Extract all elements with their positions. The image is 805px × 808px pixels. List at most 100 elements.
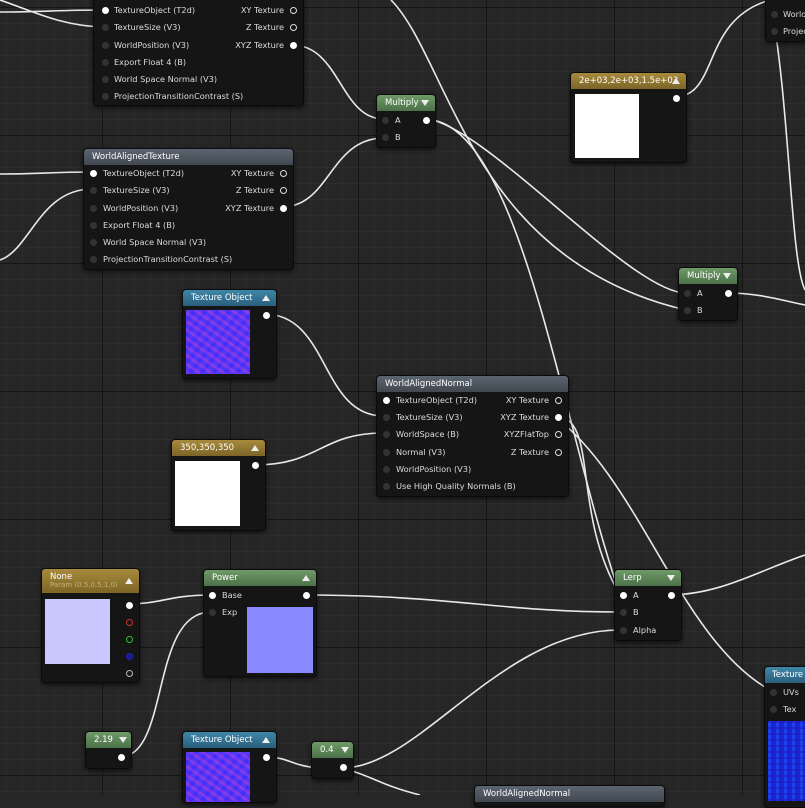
output-pin[interactable]: [423, 117, 430, 124]
constant-node-2-19[interactable]: 2.19: [85, 731, 132, 769]
input-pin[interactable]: [90, 239, 97, 246]
node-header[interactable]: Texture: [765, 667, 805, 683]
output-pin[interactable]: [290, 42, 297, 49]
collapse-arrow-icon[interactable]: [119, 737, 127, 743]
texture-object-node[interactable]: Texture Object: [182, 289, 277, 379]
output-pin[interactable]: [303, 592, 310, 599]
output-pin-a[interactable]: [126, 670, 133, 677]
input-pin[interactable]: [102, 24, 109, 31]
input-label: Normal (V3): [396, 447, 446, 457]
input-pin[interactable]: [383, 483, 390, 490]
node-header[interactable]: Texture Object: [183, 290, 276, 306]
multiply-node-right[interactable]: Multiply A B: [678, 267, 738, 321]
node-header[interactable]: Texture Object: [183, 732, 276, 748]
output-pin-rgb[interactable]: [126, 602, 133, 609]
output-pin[interactable]: [280, 170, 287, 177]
input-pin[interactable]: [383, 397, 390, 404]
input-pin[interactable]: [90, 187, 97, 194]
input-pin[interactable]: [684, 290, 691, 297]
input-pin[interactable]: [771, 11, 778, 18]
collapse-arrow-icon[interactable]: [723, 273, 731, 279]
input-pin[interactable]: [620, 627, 627, 634]
node-header[interactable]: 0.4: [312, 742, 353, 758]
output-pin-g[interactable]: [126, 636, 133, 643]
input-pin[interactable]: [102, 76, 109, 83]
input-pin[interactable]: [771, 28, 778, 35]
input-pin[interactable]: [383, 414, 390, 421]
collapse-arrow-icon[interactable]: [302, 575, 310, 581]
node-header[interactable]: WorldAlignedTexture: [84, 149, 293, 165]
input-pin[interactable]: [383, 466, 390, 473]
input-pin[interactable]: [620, 609, 627, 616]
input-pin[interactable]: [684, 307, 691, 314]
world-aligned-texture-node-top[interactable]: TextureObject (T2d) TextureSize (V3) Wor…: [93, 0, 304, 106]
input-pin[interactable]: [383, 449, 390, 456]
node-header[interactable]: Power: [204, 570, 316, 586]
collapse-arrow-icon[interactable]: [667, 575, 675, 581]
output-pin[interactable]: [263, 754, 270, 761]
collapse-arrow-icon[interactable]: [125, 578, 133, 584]
input-pin[interactable]: [620, 592, 627, 599]
node-header[interactable]: Multiply: [377, 95, 435, 111]
output-pin[interactable]: [673, 95, 680, 102]
output-pin[interactable]: [555, 449, 562, 456]
collapse-arrow-icon[interactable]: [251, 445, 259, 451]
node-header[interactable]: 350,350,350: [172, 440, 265, 456]
input-pin[interactable]: [90, 205, 97, 212]
texture-object-node-bottom[interactable]: Texture Object: [182, 731, 277, 803]
texture-sample-node[interactable]: Texture UVs Tex: [764, 666, 805, 808]
output-pin[interactable]: [280, 205, 287, 212]
input-pin[interactable]: [382, 134, 389, 141]
input-pin[interactable]: [102, 42, 109, 49]
input-pin[interactable]: [209, 609, 216, 616]
output-pin[interactable]: [340, 764, 347, 771]
lerp-node[interactable]: Lerp A B Alpha: [614, 569, 682, 641]
partial-node-top-right[interactable]: World Projec: [765, 0, 805, 42]
collapse-arrow-icon[interactable]: [421, 100, 429, 106]
multiply-node-top[interactable]: Multiply A B: [376, 94, 436, 148]
output-pin[interactable]: [555, 397, 562, 404]
constant3-node-top[interactable]: 2e+03,2e+03,1.5e+03: [570, 72, 687, 163]
node-header[interactable]: 2e+03,2e+03,1.5e+03: [571, 73, 686, 89]
constant3-node-350[interactable]: 350,350,350: [171, 439, 266, 531]
input-pin[interactable]: [90, 256, 97, 263]
output-pin[interactable]: [290, 7, 297, 14]
output-pin[interactable]: [290, 24, 297, 31]
input-pin[interactable]: [90, 170, 97, 177]
node-header[interactable]: Lerp: [615, 570, 681, 586]
node-header[interactable]: Multiply: [679, 268, 737, 284]
power-node[interactable]: Power Base Exp: [203, 569, 317, 677]
input-pin[interactable]: [102, 93, 109, 100]
world-aligned-normal-node-bottom[interactable]: WorldAlignedNormal: [474, 785, 665, 807]
node-header[interactable]: 2.19: [86, 732, 131, 748]
collapse-arrow-icon[interactable]: [672, 78, 680, 84]
input-pin[interactable]: [382, 117, 389, 124]
input-pin[interactable]: [102, 7, 109, 14]
node-header[interactable]: WorldAlignedNormal: [475, 786, 664, 802]
input-pin[interactable]: [90, 222, 97, 229]
output-pin[interactable]: [668, 592, 675, 599]
collapse-arrow-icon[interactable]: [262, 295, 270, 301]
input-pin[interactable]: [209, 592, 216, 599]
input-pin[interactable]: [383, 431, 390, 438]
node-header[interactable]: WorldAlignedNormal: [377, 376, 568, 392]
output-pin[interactable]: [555, 414, 562, 421]
output-pin-r[interactable]: [126, 619, 133, 626]
vector-parameter-node[interactable]: None Param (0.5,0.5,1,0): [41, 568, 140, 683]
output-pin[interactable]: [263, 312, 270, 319]
constant-node-0-4[interactable]: 0.4: [311, 741, 354, 779]
node-header[interactable]: None Param (0.5,0.5,1,0): [42, 569, 139, 593]
output-pin[interactable]: [725, 290, 732, 297]
world-aligned-normal-node[interactable]: WorldAlignedNormal TextureObject (T2d) T…: [376, 375, 569, 497]
output-pin[interactable]: [118, 754, 125, 761]
output-pin[interactable]: [555, 431, 562, 438]
output-pin[interactable]: [280, 187, 287, 194]
input-pin[interactable]: [770, 706, 777, 713]
output-pin[interactable]: [252, 462, 259, 469]
collapse-arrow-icon[interactable]: [262, 737, 270, 743]
input-pin[interactable]: [102, 59, 109, 66]
world-aligned-texture-node[interactable]: WorldAlignedTexture TextureObject (T2d) …: [83, 148, 294, 270]
input-pin[interactable]: [770, 689, 777, 696]
collapse-arrow-icon[interactable]: [341, 747, 349, 753]
output-pin-b[interactable]: [126, 653, 133, 660]
